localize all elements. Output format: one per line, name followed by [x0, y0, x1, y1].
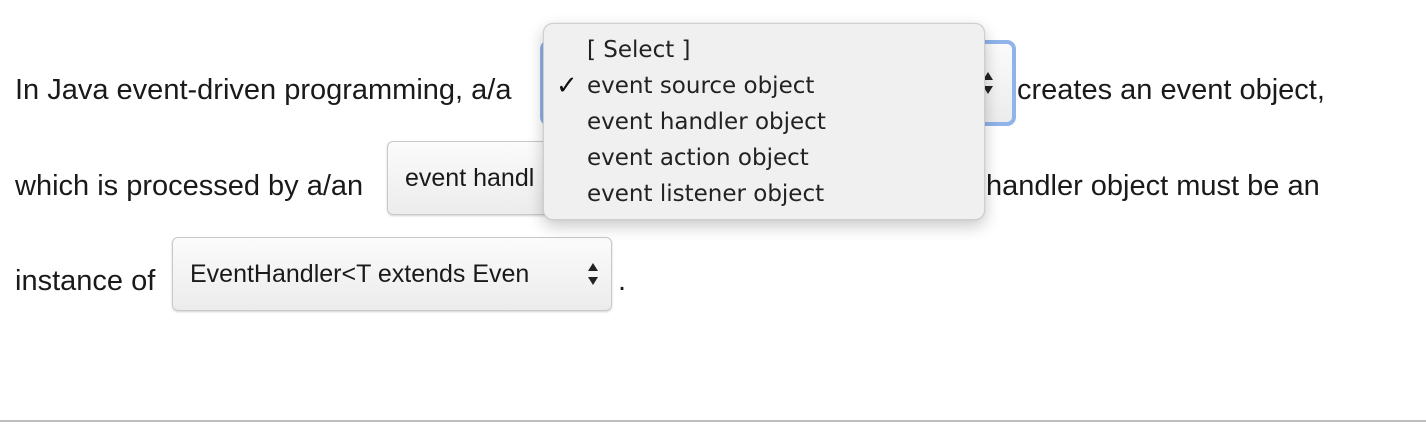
question-line-1-after: creates an event object, [1017, 73, 1325, 107]
question-line-2: which is processed by a/an [15, 169, 363, 203]
up-down-chevron-icon [588, 263, 598, 285]
dropdown-option-event-source[interactable]: ✓ event source object [544, 68, 984, 104]
dropdown-option-select[interactable]: [ Select ] [587, 37, 691, 63]
dropdown-option-event-action[interactable]: event action object [587, 145, 809, 171]
dropdown-option-event-listener[interactable]: event listener object [587, 181, 825, 207]
divider [0, 420, 1426, 422]
question-text-2a: which is processed by a/an [15, 170, 364, 202]
dropdown-option-event-handler[interactable]: event handler object [587, 109, 826, 135]
question-text-3b: . [618, 265, 627, 297]
blank-3-select[interactable]: EventHandler<T extends Even [172, 237, 612, 311]
question-text-2b: handler object must be an [986, 170, 1320, 202]
question-text-3a: instance of [15, 265, 156, 297]
blank-3-value: EventHandler<T extends Even [190, 260, 530, 288]
question-line-3-after: . [618, 264, 626, 298]
question-text-1b: creates an event object, [1017, 74, 1325, 106]
checkmark-icon: ✓ [556, 71, 578, 101]
blank-1-dropdown-menu[interactable]: [ Select ] ✓ event source object event h… [543, 23, 985, 220]
question-line-3: instance of [15, 264, 155, 298]
blank-2-value: event handl [405, 164, 535, 192]
up-down-chevron-icon [983, 72, 993, 94]
question-text-1a: In Java event-driven programming, a/a [15, 74, 512, 106]
question-line-1: In Java event-driven programming, a/a [15, 73, 511, 107]
question-line-2-after: handler object must be an [986, 169, 1320, 203]
